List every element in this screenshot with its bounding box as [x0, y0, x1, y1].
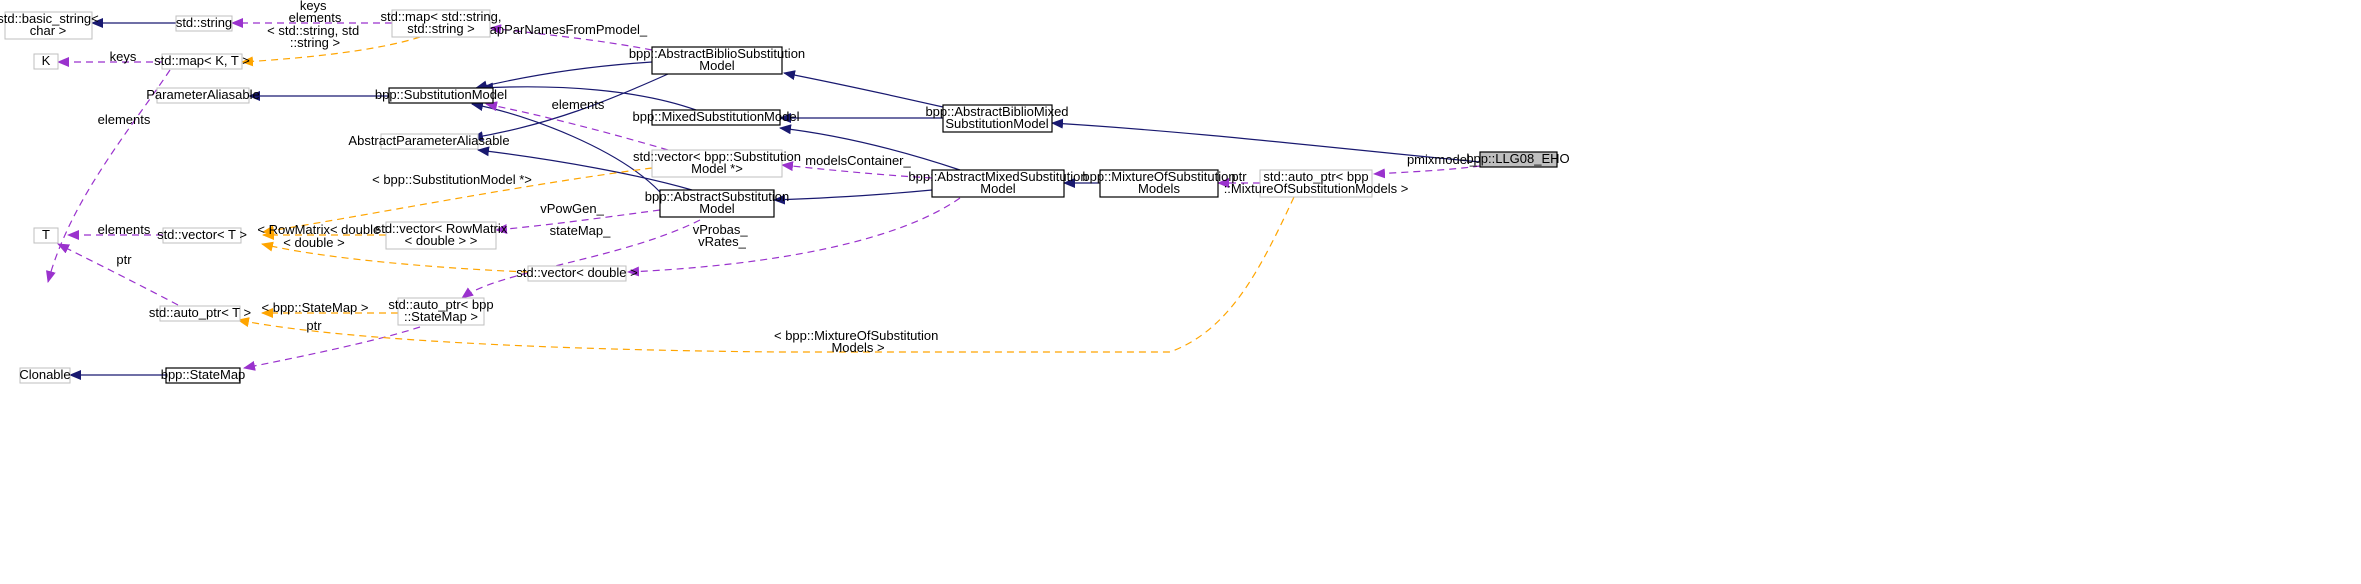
svg-text:std::auto_ptr< T >: std::auto_ptr< T > — [149, 305, 251, 320]
edge-label-double-template: < double > — [283, 235, 344, 250]
node-substitution-model[interactable]: bpp::SubstitutionModel — [375, 87, 507, 104]
edge-label-keys-elements: keys elements — [289, 0, 342, 25]
edge-llg08-to-biblio-mixed — [1051, 118, 1481, 163]
edge-biblio-to-substitution-model — [475, 61, 653, 91]
edge-biblio-mixed-to-biblio — [783, 70, 944, 108]
edge-abs-substitution-to-auto-ptr-statemap — [461, 219, 701, 299]
node-map-string-string[interactable]: std::map< std::string,std::string > — [380, 9, 502, 38]
node-abstract-parameter-aliasable[interactable]: AbstractParameterAliasable — [348, 133, 510, 150]
svg-text:ParameterAliasable: ParameterAliasable — [146, 87, 259, 102]
edge-map-ss-to-map-kt — [241, 36, 421, 67]
svg-text:std::vector< RowMatrix< double: std::vector< RowMatrix< double > > — [375, 221, 508, 248]
svg-text:std::map< std::string,std::str: std::map< std::string,std::string > — [380, 9, 501, 36]
edge-mixed-to-substitution-model — [481, 82, 697, 111]
edge-auto-ptr-statemap-to-statemap — [243, 326, 421, 371]
svg-text:K: K — [42, 53, 51, 68]
node-mixed-substitution-model[interactable]: bpp::MixedSubstitutionModel — [633, 109, 800, 126]
node-vector-rowmatrix[interactable]: std::vector< RowMatrix< double > > — [375, 221, 508, 250]
edge-auto-ptr-t-to-T — [57, 243, 179, 306]
node-parameter-aliasable[interactable]: ParameterAliasable — [146, 87, 260, 104]
edge-label-elements-sm: elements — [552, 97, 605, 112]
svg-text:T: T — [42, 227, 50, 242]
svg-text:std::vector< T >: std::vector< T > — [157, 227, 247, 242]
svg-text:std::map< K, T >: std::map< K, T > — [154, 53, 250, 68]
svg-text:std::auto_ptr< bpp::MixtureOfS: std::auto_ptr< bpp::MixtureOfSubstitutio… — [1224, 169, 1409, 196]
svg-text:AbstractParameterAliasable: AbstractParameterAliasable — [348, 133, 509, 148]
edge-abs-mixed-to-vector-sm — [781, 161, 933, 179]
svg-text:std::string: std::string — [176, 15, 232, 30]
node-state-map[interactable]: bpp::StateMap — [161, 367, 246, 384]
edge-label-statemap-template: < bpp::StateMap > — [262, 300, 369, 315]
edge-abs-substitution-to-abs-param-aliasable — [477, 146, 693, 191]
edge-biblio-to-abs-param-aliasable — [471, 73, 669, 142]
node-clonable[interactable]: Clonable — [19, 367, 71, 384]
svg-text:bpp::SubstitutionModel: bpp::SubstitutionModel — [375, 87, 507, 102]
edge-label-map-template: < std::string, std ::string > — [267, 23, 363, 50]
edge-labels: keys elements < std::string, std ::strin… — [98, 0, 1478, 355]
edge-label-elements-t: elements — [98, 222, 151, 237]
edge-vector-sm-to-substitution-model — [485, 101, 669, 151]
edge-label-ptr-statemap: ptr — [306, 318, 322, 333]
edge-label-keys: keys — [110, 49, 137, 64]
edge-llg08-to-auto-ptr-mixture — [1373, 165, 1481, 179]
edge-label-mixture-template: < bpp::MixtureOfSubstitution Models > — [774, 328, 942, 355]
svg-text:bpp::StateMap: bpp::StateMap — [161, 367, 246, 382]
node-std-string[interactable]: std::string — [175, 15, 233, 32]
edge-label-ptr-t: ptr — [116, 252, 132, 267]
svg-text:std::vector< bpp::Substitution: std::vector< bpp::SubstitutionModel *> — [633, 149, 801, 176]
node-basic-string[interactable]: std::basic_string<char > — [0, 11, 99, 40]
svg-text:bpp::MixedSubstitutionModel: bpp::MixedSubstitutionModel — [633, 109, 800, 124]
edge-auto-ptr-mixture-to-auto-ptr-t — [237, 196, 1295, 353]
edge-abs-mixed-to-mixed — [779, 124, 961, 171]
svg-text:bpp::MixtureOfSubstitutionMode: bpp::MixtureOfSubstitutionModels — [1082, 169, 1235, 196]
edge-label-map-par-names: mapParNamesFromPmodel_ — [479, 22, 648, 37]
node-vector-double[interactable]: std::vector< double > — [516, 265, 638, 282]
node-T[interactable]: T — [33, 227, 59, 244]
svg-text:std::basic_string<char >: std::basic_string<char > — [0, 11, 99, 38]
edge-label-vpowgen: vPowGen_ — [540, 201, 604, 216]
edge-biblio-to-map — [489, 24, 653, 51]
edge-label-pmixmodel: pmixmodel_ — [1407, 152, 1478, 167]
node-llg08-eho[interactable]: bpp::LLG08_EHO — [1466, 151, 1570, 168]
edge-vector-sm-to-vector-t — [262, 167, 653, 236]
node-auto-ptr-statemap[interactable]: std::auto_ptr< bpp::StateMap > — [388, 297, 494, 326]
node-auto-ptr-mixture[interactable]: std::auto_ptr< bpp::MixtureOfSubstitutio… — [1224, 169, 1409, 198]
edge-label-models-container: modelsContainer_ — [805, 153, 911, 168]
edge-map-elements-to-T — [46, 69, 171, 283]
node-auto-ptr-t[interactable]: std::auto_ptr< T > — [149, 305, 251, 322]
svg-text:std::vector< double >: std::vector< double > — [516, 265, 637, 280]
edge-vector-double-to-vector-t — [261, 241, 529, 273]
svg-text:Clonable: Clonable — [19, 367, 70, 382]
edges — [46, 18, 1481, 380]
node-K[interactable]: K — [33, 53, 59, 70]
svg-text:bpp::LLG08_EHO: bpp::LLG08_EHO — [1466, 151, 1569, 166]
edge-abs-substitution-to-vector-rowmatrix — [495, 209, 661, 234]
nodes: std::basic_string<char > std::string std… — [0, 9, 1570, 384]
svg-text:std::auto_ptr< bpp::StateMap >: std::auto_ptr< bpp::StateMap > — [388, 297, 493, 324]
node-map-k-t[interactable]: std::map< K, T > — [154, 53, 250, 70]
node-vector-t[interactable]: std::vector< T > — [157, 227, 247, 244]
edge-label-vprobas: vProbas_ vRates_ — [693, 222, 752, 249]
edge-label-rowmatrix-template: < RowMatrix< double > > — [257, 222, 402, 237]
edge-label-vector-sm-template: < bpp::SubstitutionModel *> — [372, 172, 532, 187]
edge-label-ptr-mixture: ptr — [1231, 169, 1247, 184]
edge-label-state-map: stateMap_ — [550, 223, 611, 238]
edge-abs-mixed-to-abs-substitution — [773, 189, 933, 205]
edge-label-elements-k: elements — [98, 112, 151, 127]
